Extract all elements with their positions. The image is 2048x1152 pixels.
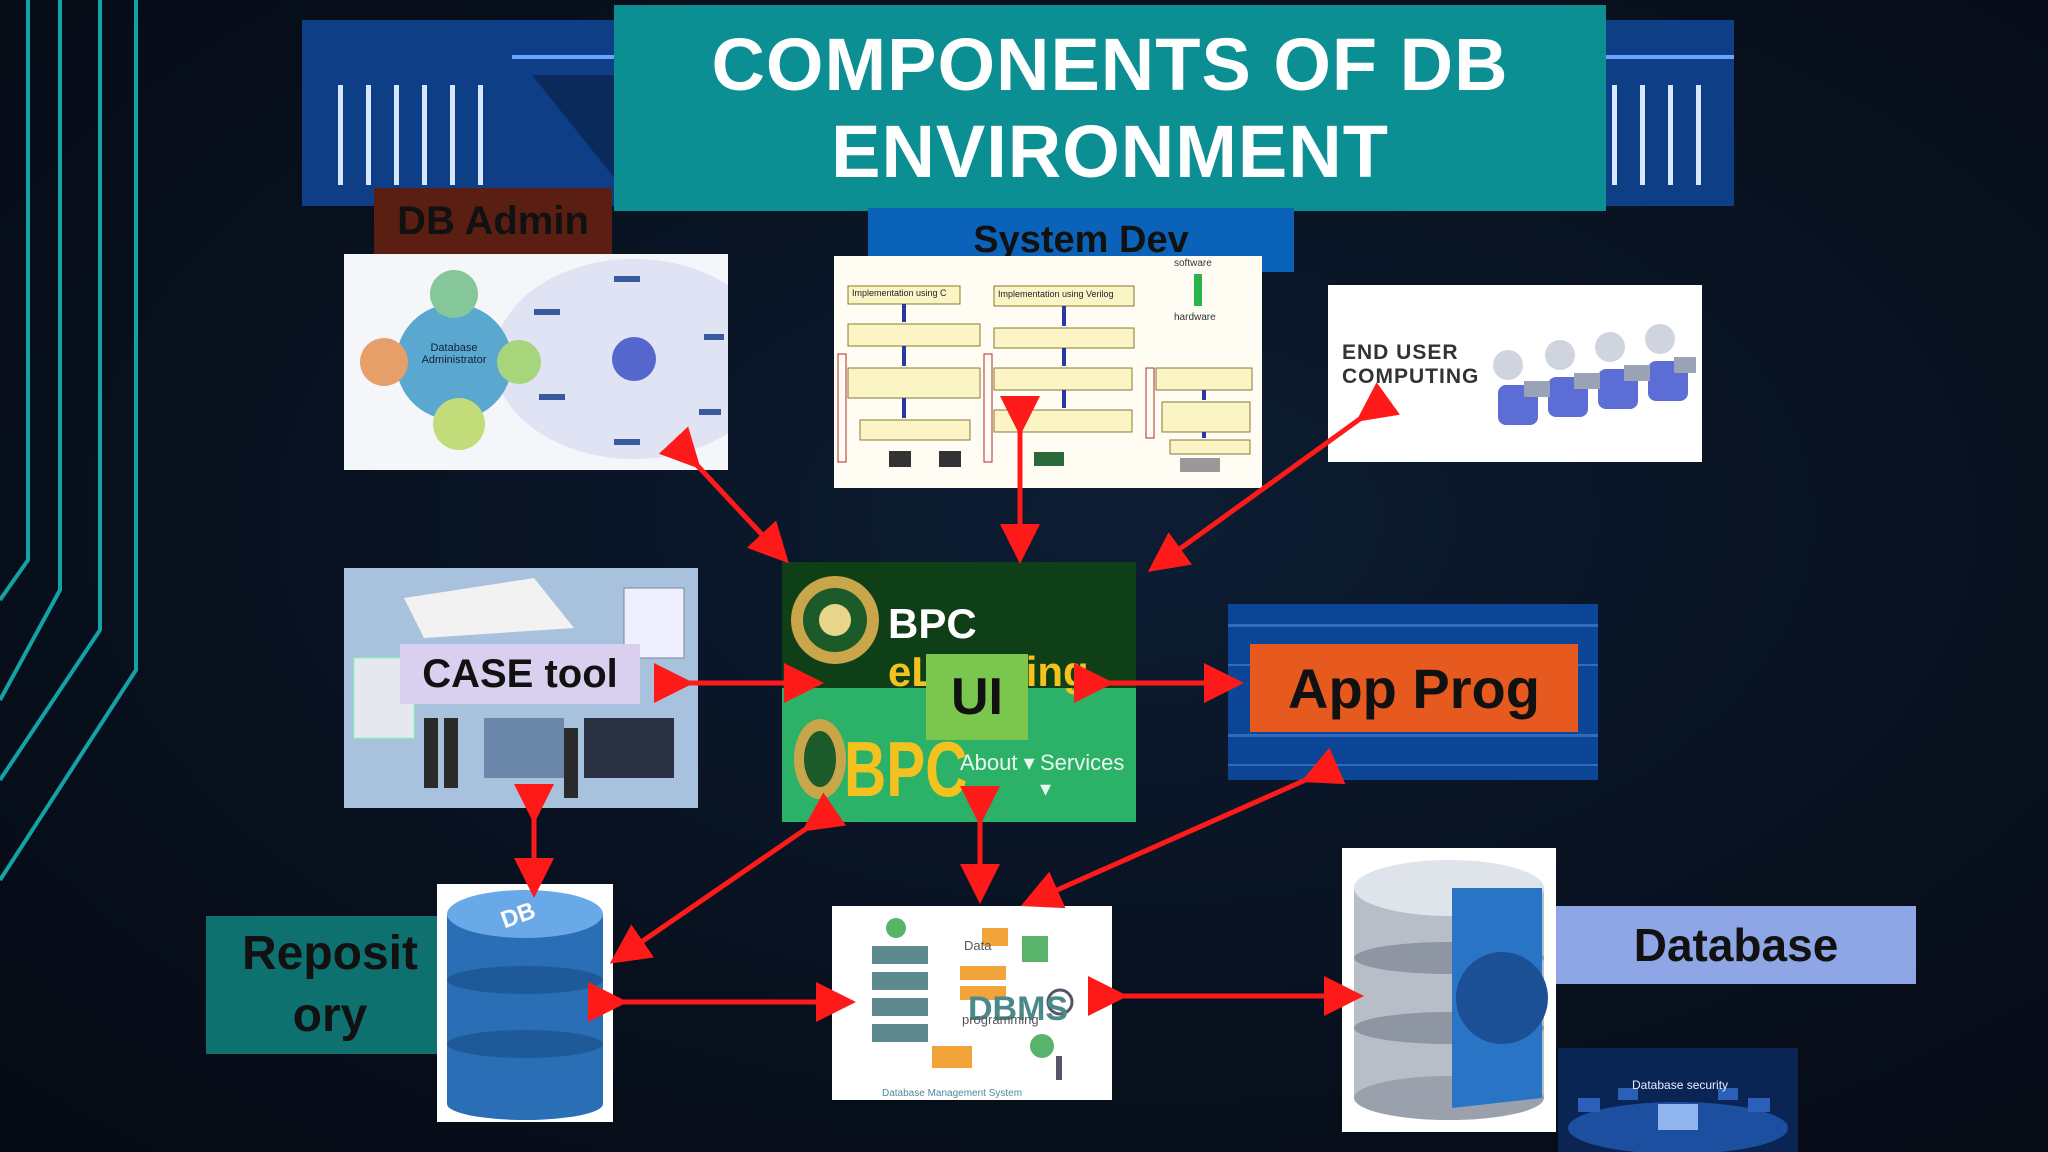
app-prog-binary-image: App Prog [1228, 604, 1598, 780]
arrow-admin-ui [658, 426, 789, 564]
ui-brand-top-text: BPC [888, 600, 977, 647]
case-tool-image: CASE tool [344, 568, 698, 808]
repository-cylinder-image: DB [437, 884, 613, 1122]
app-prog-label-text: App Prog [1288, 656, 1540, 720]
db-admin-label: DB Admin [374, 188, 612, 254]
server-lights-right [1612, 85, 1701, 185]
ui-website-image: BPC eLearning BPC About ▾ Services ▾ UI [782, 562, 1136, 822]
ui-label-text: UI [951, 668, 1003, 726]
case-tool-label-text: CASE tool [422, 651, 618, 696]
admin-mindmap-image: Database Administrator [344, 254, 728, 470]
database-label-text: Database [1633, 919, 1839, 971]
title-box: COMPONENTS OF DB ENVIRONMENT [614, 5, 1606, 211]
hardware-text: hardware [1174, 312, 1216, 323]
case-tool-label: CASE tool [400, 644, 640, 704]
end-user-computing-text: END USER COMPUTING [1342, 341, 1480, 389]
decorative-left-lines [0, 0, 138, 882]
system-dev-flow-image: software hardware Implementation using C… [834, 256, 1262, 488]
dbms-sub-text: programming [962, 1012, 1039, 1027]
db-admin-label-text: DB Admin [397, 198, 589, 243]
database-security-caption: Database security [1632, 1078, 1729, 1092]
flow-col2-item1: Implementation using Verilog [998, 289, 1114, 299]
app-prog-label: App Prog [1250, 644, 1578, 732]
repository-label: Reposit ory [206, 916, 454, 1054]
database-label: Database [1556, 906, 1916, 984]
end-user-computing-image: END USER COMPUTING [1328, 285, 1702, 462]
arrow-ui-repo [609, 792, 847, 964]
bpc-seal-small-icon [794, 719, 846, 799]
database-security-image: Database security [1558, 1048, 1798, 1152]
repository-label-text: Reposit ory [241, 926, 418, 1042]
ui-label: UI [926, 654, 1028, 740]
bpc-seal-icon [791, 576, 879, 664]
admin-center-text: Database Administrator [421, 342, 487, 366]
dbms-data-text: Data [964, 938, 992, 953]
menu-about[interactable]: About ▾ [960, 750, 1035, 775]
dbms-main-text: DBMS [968, 990, 1069, 1028]
page-title: COMPONENTS OF DB ENVIRONMENT [711, 22, 1509, 193]
flow-col1-item1: Implementation using C [852, 288, 947, 298]
dbms-image: DBMS programming Data Database Managemen… [832, 906, 1112, 1100]
software-text: software [1174, 258, 1212, 269]
database-cylinder-image [1342, 848, 1556, 1132]
menu-services[interactable]: Services ▾ [1040, 750, 1125, 801]
dbms-footer-text: Database Management System [882, 1088, 1023, 1099]
system-dev-label-text: System Dev [973, 218, 1189, 261]
